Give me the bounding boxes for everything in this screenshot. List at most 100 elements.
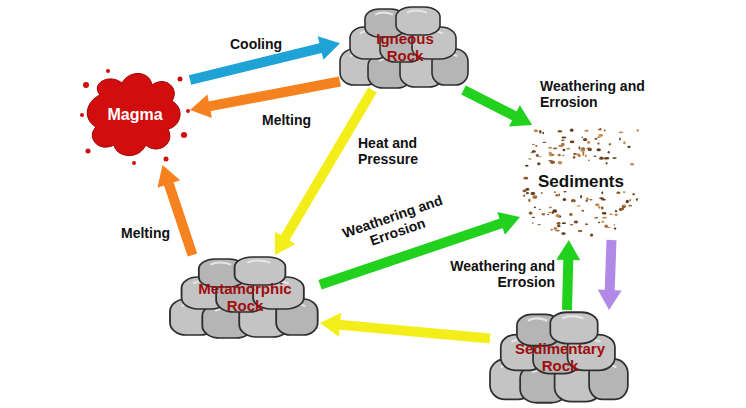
sediment-grain xyxy=(557,225,561,227)
edge-label: Cooling xyxy=(230,36,282,52)
arrow-shaft xyxy=(338,325,490,339)
sediment-grain xyxy=(528,199,530,203)
sediment-grain xyxy=(602,212,607,215)
rock-highlight xyxy=(562,316,583,318)
arrow-shaft xyxy=(610,240,612,292)
sediment-grain xyxy=(523,195,525,197)
sediment-grain xyxy=(548,212,552,214)
sediment-grain xyxy=(588,159,590,161)
sediment-grain xyxy=(555,194,559,196)
sediment-grain xyxy=(523,177,528,180)
sediment-grain xyxy=(636,198,638,201)
sediment-grain xyxy=(606,227,611,228)
sediment-grain xyxy=(627,146,630,148)
sediment-grain xyxy=(599,128,601,131)
sediment-grain xyxy=(584,130,588,132)
edge-label: Melting xyxy=(262,112,311,128)
arrow-head xyxy=(556,240,580,260)
edge-label: Melting xyxy=(100,225,170,241)
sediment-grain xyxy=(629,199,631,201)
sediment-grain xyxy=(522,189,526,192)
sediment-grain xyxy=(587,141,590,144)
sediment-grain xyxy=(602,217,607,219)
sediment-grain xyxy=(535,145,537,147)
arrow-shaft xyxy=(464,90,517,117)
sediment-grain xyxy=(556,214,560,217)
sediment-grain xyxy=(597,148,601,151)
sediment-grain xyxy=(630,163,634,166)
sediment-grain xyxy=(609,143,611,145)
arrow-head xyxy=(497,212,520,235)
sediment-grain xyxy=(526,192,529,194)
node-label: Sediments xyxy=(538,173,624,192)
arrow-head xyxy=(598,290,622,310)
sediment-grain xyxy=(580,149,585,152)
sediment-grain xyxy=(551,211,554,214)
magma-blob xyxy=(87,73,180,155)
sediment-grain xyxy=(612,157,617,159)
sediment-grain xyxy=(532,223,534,225)
sediment-grain xyxy=(555,230,559,231)
sediment-grain xyxy=(580,195,582,198)
arrow-shaft xyxy=(190,48,323,80)
sediment-grain xyxy=(576,220,578,222)
sediment-grain xyxy=(570,224,574,225)
sediment-grain xyxy=(529,211,533,214)
sediment-grain xyxy=(569,213,573,216)
sediment-grain xyxy=(598,206,600,209)
sediment-grain xyxy=(549,207,552,209)
edge-label: Heat and Pressure xyxy=(358,135,438,167)
sediment-grain xyxy=(601,206,604,209)
node-label: Igneous Rock xyxy=(357,31,453,64)
sediment-grain xyxy=(623,191,626,193)
sediment-grain xyxy=(561,143,564,147)
sediment-grain xyxy=(563,198,567,201)
sediment-grain xyxy=(557,222,561,225)
sediment-grain xyxy=(598,222,600,224)
sediment-grain xyxy=(614,224,616,226)
sediment-grain xyxy=(601,199,606,201)
sediment-grain xyxy=(616,191,620,194)
arrow-head xyxy=(275,232,296,255)
sediment-grain xyxy=(585,155,587,157)
sediment-grain xyxy=(550,229,553,231)
sediment-grain xyxy=(554,191,556,193)
sediment-grain xyxy=(615,210,617,212)
sediment-grain xyxy=(604,157,609,159)
sediment-grain xyxy=(534,129,538,132)
sediment-grain xyxy=(542,213,546,216)
sediment-grain xyxy=(622,205,626,209)
rock-pile: Metamorphic Rock xyxy=(170,255,320,340)
arrow-head xyxy=(509,105,532,126)
node-label: Metamorphic Rock xyxy=(197,281,293,314)
sediment-grain xyxy=(593,155,596,157)
cycle-arrow xyxy=(190,36,340,80)
arrow-head xyxy=(190,94,212,118)
rock-highlight xyxy=(247,261,270,263)
sediment-grain xyxy=(583,138,587,141)
sediment-grain xyxy=(561,139,565,141)
sediment-grain xyxy=(563,191,566,192)
sediment-grain xyxy=(581,136,583,138)
sediment-grain xyxy=(532,217,535,218)
sediment-grain xyxy=(585,223,588,225)
sediment-grain xyxy=(538,224,541,225)
cycle-arrow xyxy=(598,240,622,310)
sediment-grain xyxy=(531,192,536,195)
rock-highlight xyxy=(210,263,231,265)
sediment-grain xyxy=(532,195,537,199)
magma-drop xyxy=(164,157,169,162)
sediment-grain xyxy=(578,230,583,232)
sediment-grain xyxy=(597,143,599,145)
sediment-grain xyxy=(595,203,599,206)
sediment-grain xyxy=(570,141,575,144)
sediment-grain xyxy=(542,132,544,134)
sediment-grain xyxy=(553,147,558,149)
sediment-grain xyxy=(594,217,598,218)
cycle-arrow xyxy=(157,165,192,255)
sediment-grain xyxy=(571,199,576,202)
magma-drop xyxy=(80,113,84,117)
sediment-grain xyxy=(579,146,581,149)
sediment-grain xyxy=(622,204,626,206)
